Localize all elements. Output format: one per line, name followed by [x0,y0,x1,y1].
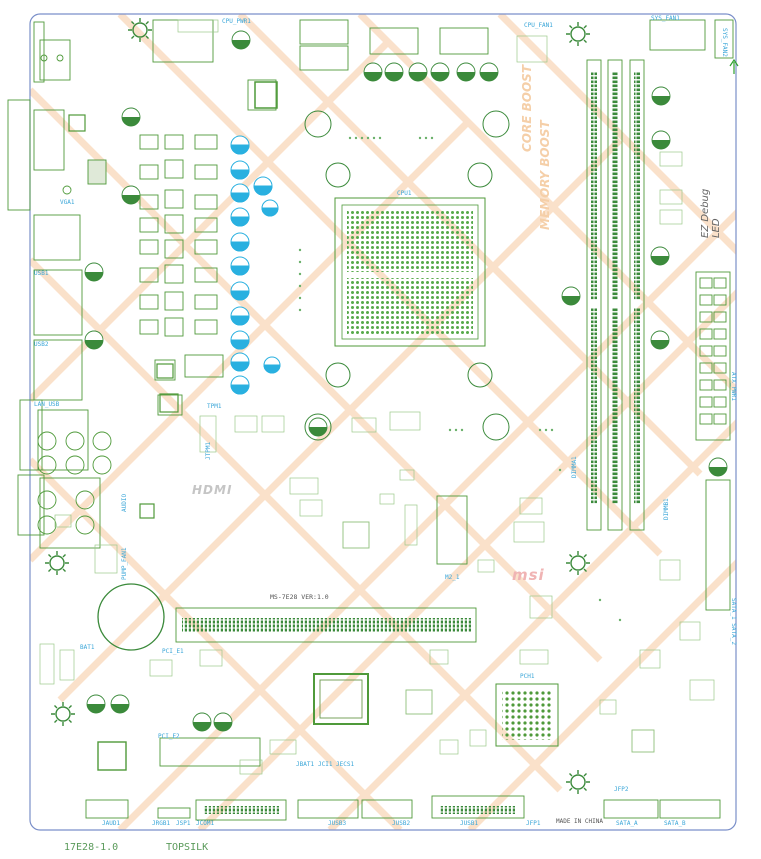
label-sata-b: SATA_B [664,820,686,827]
core-boost-logo: CORE BOOST [520,65,534,152]
label-dimm-b1: DIMMB1 [663,498,670,520]
label-jbat1: JBAT1 [296,761,315,768]
label-sys-fan2: SYS_FAN2 [721,28,728,57]
label-pch1: PCH1 [520,673,535,680]
label-dimm-a1: DIMMA1 [571,456,578,478]
capacitor-fills [85,40,727,731]
label-jecs1: JECS1 [336,761,355,768]
board-model: MS-7E28 VER:1.0 [270,593,329,601]
msi-logo: msi [512,566,545,584]
mount-stars [45,18,590,794]
label-cpu1: CPU1 [397,190,412,197]
label-m2-1: M2_1 [445,574,460,581]
label-jsp1: JSP1 [176,820,191,827]
rear-io-area [7,21,112,549]
part-number: 17E28-1.0 [64,842,119,853]
via-dots [298,136,622,622]
pcie-slots [159,607,477,767]
label-jcom1: JCOM1 [196,820,215,827]
label-tpm1: TPM1 [207,403,222,410]
label-pci-e2: PCI_E2 [158,733,180,740]
label-cpu-fan1: CPU_FAN1 [524,22,553,29]
memory-boost-logo: MEMORY BOOST [538,120,552,230]
board-outline [29,13,737,831]
label-audio: AUDIO [121,493,128,512]
label-jaud1: JAUD1 [102,820,121,827]
pch-chip [495,683,559,747]
label-jfp1: JFP1 [526,820,541,827]
ez-debug-led-logo: EZ Debug LED [700,188,722,238]
cpu-mount-holes [304,110,510,441]
label-cpu-pwr1: CPU_PWR1 [222,18,251,25]
dimm-slots [586,59,645,531]
pin1-arrow-icon [729,58,739,74]
label-bat1: BAT1 [80,644,95,651]
cpu-socket [334,197,486,347]
atx-power-connector [649,19,734,611]
label-pump-fan1: PUMP_FAN1 [121,547,128,580]
label-usb1: USB1 [34,270,49,277]
label-jusb1: JUSB1 [460,820,479,827]
hdmi-logo: HDMI [192,483,233,497]
label-jusb3: JUSB3 [328,820,347,827]
label-atx-pwr1: ATX_PWR1 [730,372,737,401]
label-jci1: JCI1 [318,761,333,768]
label-jrgb1: JRGB1 [152,820,171,827]
made-in-label: MADE IN CHINA [556,818,603,825]
label-sata-c: SATA_1 SATA_2 [730,598,737,645]
label-sata-a: SATA_A [616,820,638,827]
label-pci-e1: PCI_E1 [162,648,184,655]
layer-name: TOPSILK [166,842,209,853]
label-jtpm1: JTPM1 [205,441,212,460]
vrm-blue-capacitors [230,135,281,395]
passive-components [39,19,715,775]
vrm-mosfets [139,19,489,416]
bottom-headers [85,795,721,821]
label-vga1: VGA1 [60,199,75,206]
label-sys-fan1: SYS_FAN1 [651,15,680,22]
pcb-art-stripes [30,14,736,830]
label-jfp2: JFP2 [614,786,629,793]
label-lan-usb: LAN_USB [34,401,60,408]
cmos-battery [97,583,165,651]
label-usb2: USB2 [34,341,49,348]
ic-chips [68,81,655,771]
label-jusb2: JUSB2 [392,820,411,827]
